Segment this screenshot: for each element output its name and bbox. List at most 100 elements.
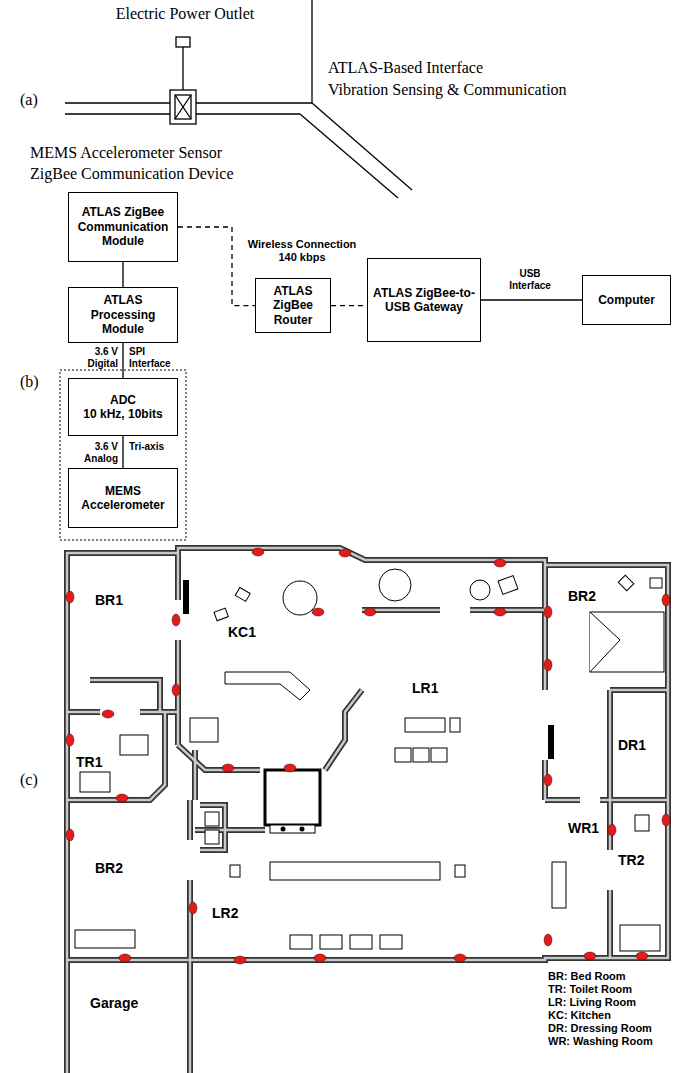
plan-part	[455, 865, 465, 877]
plan-part	[265, 770, 320, 825]
plan-part	[544, 934, 552, 946]
plan-part	[405, 718, 445, 732]
plan-part	[431, 748, 447, 762]
plan-part	[636, 952, 648, 960]
wired-link	[122, 262, 123, 287]
plan-part	[189, 902, 197, 914]
wired-link	[122, 436, 123, 468]
plan-part	[183, 580, 554, 832]
module-box: MEMS Accelerometer	[68, 468, 178, 528]
node-text: 10 kHz, 10bits	[83, 407, 162, 421]
plan-part	[183, 580, 189, 614]
plan-part	[300, 114, 398, 198]
callout-label: MEMS Accelerometer Sensor	[30, 143, 290, 163]
edge-label: USB Interface	[500, 268, 560, 291]
abbreviation-note: DR: Dressing Room	[548, 1022, 668, 1035]
module-box: ADC10 kHz, 10bits	[68, 378, 178, 436]
plan-part	[176, 37, 190, 47]
plan-part	[214, 608, 228, 621]
node-text: ATLAS ZigBee Communication Module	[73, 205, 173, 248]
edge-label: 3.6 V Digital	[72, 346, 118, 369]
plan-part	[494, 559, 506, 567]
node-text: ATLAS ZigBee-to-USB Gateway	[372, 286, 476, 315]
plan-part	[234, 956, 246, 964]
room-label: Garage	[90, 995, 160, 1012]
plan-part	[252, 548, 264, 556]
plan-part	[222, 764, 234, 772]
plan-part	[380, 935, 402, 949]
room-label: BR2	[95, 860, 145, 877]
node-text: Computer	[598, 293, 655, 307]
room-label: LR2	[212, 905, 262, 922]
plan-part	[312, 608, 324, 616]
plan-part	[290, 935, 312, 949]
plan-part	[66, 591, 74, 603]
signal-label: Tri-axis	[129, 441, 181, 453]
abbreviation-note: TR: Toilet Room	[548, 983, 668, 996]
plan-part	[395, 748, 411, 762]
plan-part	[281, 827, 286, 832]
abbreviation-note: BR: Bed Room	[548, 970, 668, 983]
plan-part	[635, 815, 649, 831]
module-box: ATLAS Processing Module	[68, 287, 178, 343]
signal-label: SPI Interface	[129, 346, 181, 369]
callout-label: Electric Power Outlet	[100, 4, 270, 24]
node-text: ATLAS Processing Module	[73, 293, 173, 336]
sensor-dot	[66, 548, 670, 964]
plan-part	[650, 578, 662, 588]
plan-part	[235, 588, 250, 602]
plan-part	[590, 612, 620, 672]
computer-box: Computer	[582, 275, 671, 325]
plan-part	[300, 827, 305, 832]
plan-part	[75, 930, 135, 948]
plan-part	[80, 772, 110, 792]
node-text: ATLAS ZigBee Router	[260, 284, 326, 327]
room-label: BR2	[568, 588, 618, 605]
plan-part	[175, 95, 191, 119]
plan-part	[584, 952, 596, 960]
panel-label: (c)	[20, 770, 50, 790]
plan-part	[312, 103, 412, 190]
plan-part	[413, 748, 429, 762]
node-text: MEMS Accelerometer	[73, 484, 173, 513]
plan-part	[225, 672, 310, 700]
plan-part	[170, 90, 196, 124]
plan-part	[119, 954, 131, 962]
node-text: ADC	[110, 393, 136, 407]
plan-part	[544, 659, 552, 671]
plan-part	[205, 812, 219, 826]
edge-label: Wireless Connection 140 kbps	[242, 238, 362, 263]
plan-part	[172, 684, 180, 696]
plan-part	[314, 954, 326, 962]
plan-part	[190, 718, 218, 742]
plan-part	[182, 47, 183, 90]
plan-part	[379, 569, 411, 601]
plan-part	[172, 614, 180, 626]
wired-link	[481, 299, 582, 300]
room-label: BR1	[95, 592, 145, 609]
room-label: TR2	[618, 852, 663, 869]
plan-part	[662, 594, 670, 606]
plan-part	[270, 862, 440, 880]
plan-part	[175, 95, 191, 119]
plan-part	[205, 830, 219, 844]
plan-part	[618, 575, 634, 591]
plan-part	[66, 829, 74, 841]
plan-part	[320, 935, 342, 949]
plan-part	[102, 710, 114, 718]
plan-part	[311, 0, 312, 103]
plan-part	[75, 569, 664, 951]
room-label: KC1	[228, 624, 278, 641]
abbreviation-note: LR: Living Room	[548, 996, 668, 1009]
plan-part	[494, 608, 506, 616]
plan-part	[270, 825, 315, 833]
plan-part	[175, 95, 191, 119]
panel-label: (a)	[20, 90, 50, 110]
sensor-group-bracket	[60, 370, 186, 540]
callout-label: ZigBee Communication Device	[30, 164, 290, 184]
gateway-box: ATLAS ZigBee-to-USB Gateway	[367, 258, 481, 342]
plan-part	[608, 824, 616, 836]
callout-label: Vibration Sensing & Communication	[328, 80, 628, 100]
